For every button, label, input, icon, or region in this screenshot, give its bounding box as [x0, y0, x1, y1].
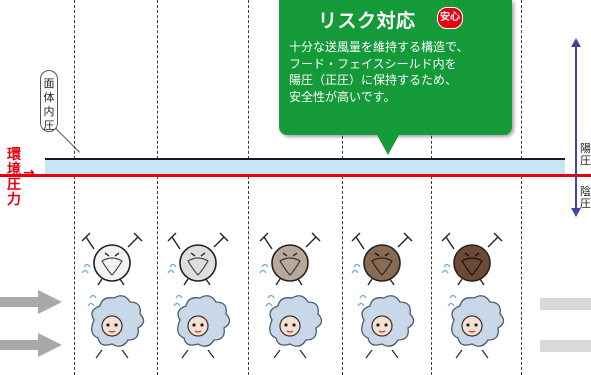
dust-cloud-character-icon [265, 294, 323, 359]
germ-character-icon [441, 232, 503, 286]
airflow-bar-icon [540, 340, 591, 352]
airflow-bar-icon [540, 298, 591, 310]
airflow-arrow-icon [0, 290, 62, 314]
risk-callout-title: リスク対応 [318, 10, 416, 32]
environment-pressure-label: 環 境 圧 力 [7, 147, 21, 208]
pressure-axis-line [575, 46, 577, 208]
germ-character-icon [167, 232, 229, 286]
risk-callout-pointer [376, 133, 400, 155]
germ-character-icon [81, 232, 143, 286]
safety-badge: 安心 [437, 7, 463, 29]
grid-line [521, 0, 522, 375]
grid-line [342, 0, 343, 375]
grid-line [248, 0, 249, 375]
airflow-arrow-icon [0, 333, 62, 357]
dust-cloud-character-icon [447, 294, 505, 359]
inner-pressure-band [45, 158, 565, 176]
germ-character-icon [259, 232, 321, 286]
inner-pressure-label: 面 体 内 圧 [40, 70, 58, 132]
arrow-down-icon [571, 208, 581, 217]
arrow-up-icon [571, 38, 581, 47]
germ-character-icon [351, 232, 413, 286]
dust-cloud-character-icon [87, 294, 145, 359]
positive-pressure-label: 陽 圧 [580, 142, 591, 167]
negative-pressure-label: 陰 圧 [580, 185, 591, 210]
environment-pressure-line [0, 174, 591, 177]
grid-line [157, 0, 158, 375]
grid-line [431, 0, 432, 375]
environment-arrow-icon: → [23, 165, 35, 181]
dust-cloud-character-icon [173, 294, 231, 359]
dust-cloud-character-icon [357, 294, 415, 359]
grid-line [74, 0, 75, 375]
risk-callout-box [279, 0, 512, 135]
inner-pressure-leader-line [55, 128, 81, 153]
risk-callout-body: 十分な送風量を維持する構造で、 フード・フェイスシールド内を 陽圧（正圧）に保持… [289, 40, 469, 104]
